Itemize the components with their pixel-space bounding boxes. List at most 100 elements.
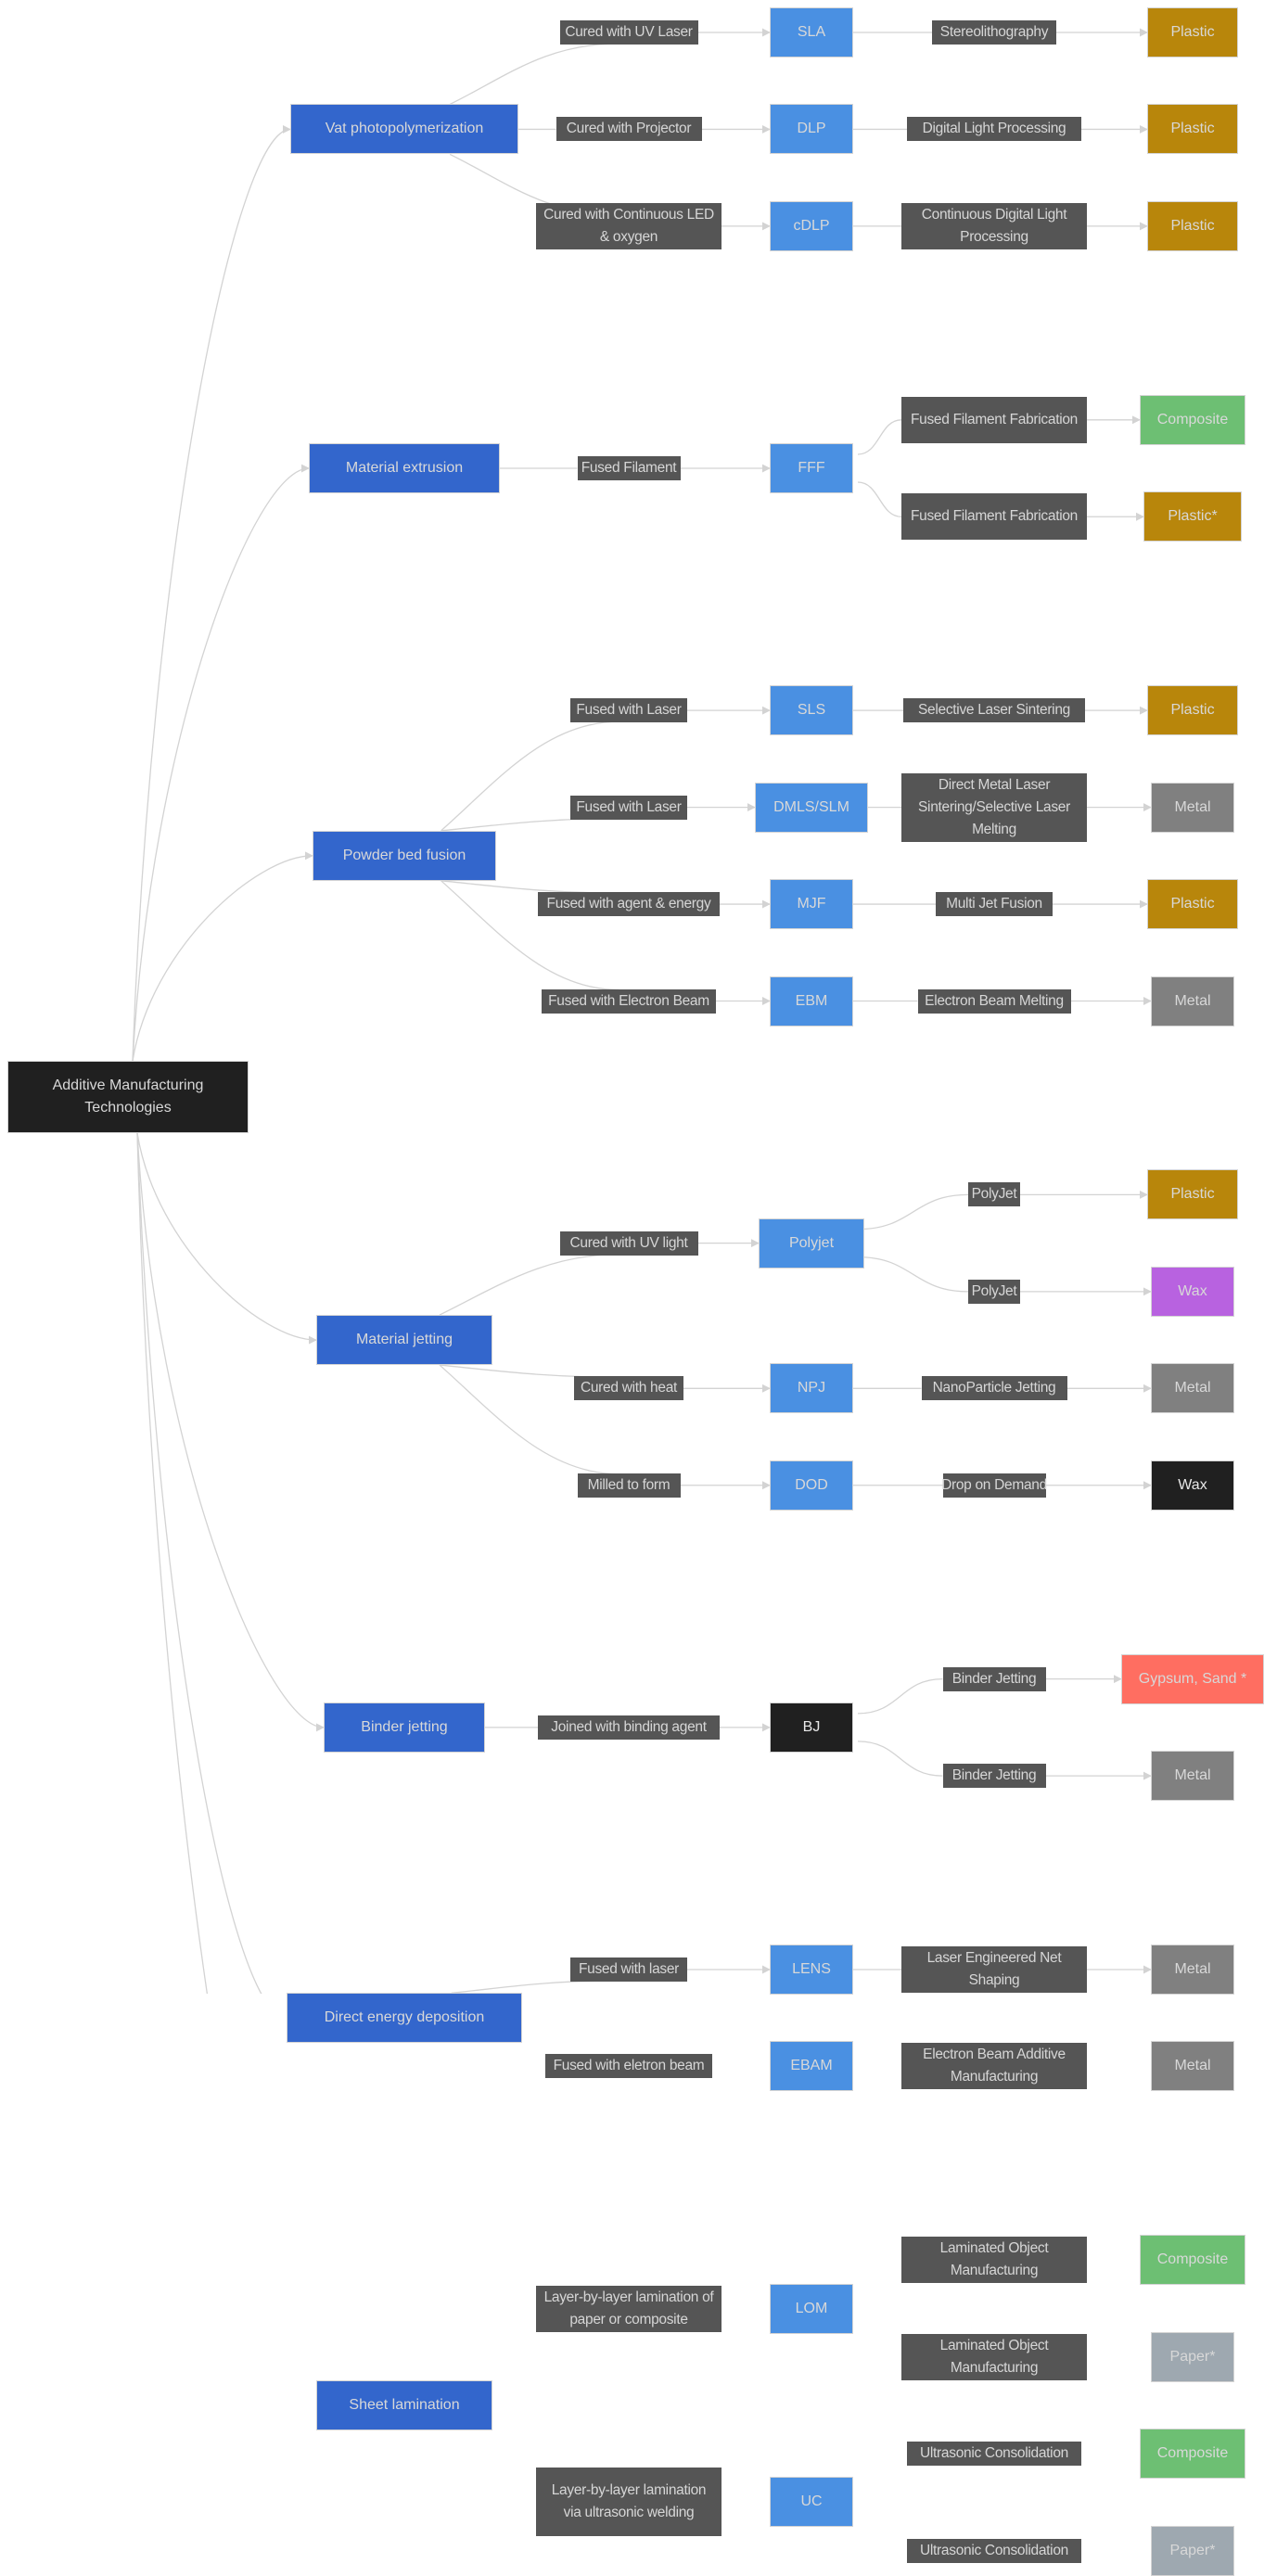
process-label: Fused with Electron Beam [542, 988, 716, 1014]
process-name-label: Drop on Demand [941, 1473, 1047, 1498]
process-label-text: Fused with eletron beam [553, 2058, 705, 2074]
category-node[interactable]: Direct energy deposition [287, 1993, 522, 2044]
process-label: Fused with Laser [570, 698, 687, 723]
material-node-text: Metal [1174, 1961, 1211, 1977]
material-node[interactable]: Composite [1140, 2429, 1245, 2480]
technology-node[interactable]: MJF [770, 879, 853, 930]
material-node[interactable]: Plastic [1147, 879, 1238, 930]
process-label: Fused Filament [577, 456, 681, 481]
edge-tech-to-label [857, 1256, 969, 1293]
process-name-label: Laser Engineered Net Shaping [901, 1946, 1087, 1993]
technology-node-text: FFF [798, 460, 825, 477]
category-node[interactable]: Powder bed fusion [313, 830, 496, 881]
edge-category-to-process [441, 817, 620, 832]
category-node[interactable]: Material extrusion [309, 443, 500, 494]
process-name-label-text: Multi Jet Fusion [946, 896, 1042, 912]
technology-node[interactable]: EBM [770, 976, 853, 1027]
root-node[interactable]: Additive Manufacturing Technologies [7, 1061, 249, 1133]
technology-node[interactable]: UC [770, 2477, 853, 2528]
process-label-text: Fused with Laser [576, 702, 682, 719]
edge-root-to-category [132, 464, 310, 1062]
material-node-text: Plastic [1170, 702, 1215, 719]
technology-node[interactable]: DMLS/SLM [755, 782, 868, 833]
material-node[interactable]: Metal [1151, 1363, 1234, 1414]
technology-node[interactable]: NPJ [770, 1363, 853, 1414]
technology-node[interactable]: BJ [770, 1702, 853, 1753]
process-label: Cured with Continuous LED & oxygen [536, 202, 722, 249]
technology-node-text: NPJ [797, 1380, 826, 1396]
category-node-text: Vat photopolymerization [325, 121, 484, 137]
material-node[interactable]: Plastic [1147, 7, 1238, 57]
material-node[interactable]: Metal [1151, 1751, 1234, 1802]
material-node-text: Metal [1174, 1767, 1211, 1784]
material-node[interactable]: Metal [1151, 782, 1234, 833]
material-node[interactable]: Paper* [1151, 2331, 1234, 2382]
technology-node-text: DOD [795, 1476, 828, 1493]
technology-node[interactable]: LOM [770, 2283, 853, 2334]
category-node[interactable]: Vat photopolymerization [290, 104, 518, 155]
process-label-text: Cured with UV light [569, 1234, 688, 1251]
process-name-label: Stereolithography [932, 20, 1056, 45]
process-name-label: PolyJet [968, 1182, 1020, 1207]
material-node-text: Plastic [1170, 896, 1215, 912]
process-name-label-text: Binder Jetting [951, 1670, 1037, 1687]
process-name-label: Binder Jetting [942, 1666, 1046, 1691]
process-label-text: Cured with Continuous LED & oxygen [543, 206, 714, 245]
material-node-text: Gypsum, Sand * [1138, 1670, 1247, 1687]
category-node[interactable]: Binder jetting [324, 1702, 485, 1753]
material-node[interactable]: Metal [1151, 2041, 1234, 2092]
process-name-label-text: Ultrasonic Consolidation [920, 2445, 1068, 2462]
process-label-text: Fused Filament [581, 460, 677, 477]
process-name-label-text: Laminated Object Manufacturing [939, 2337, 1049, 2376]
technology-node[interactable]: cDLP [770, 200, 853, 251]
material-node-text: Plastic [1170, 217, 1215, 234]
material-node[interactable]: Wax [1151, 1266, 1234, 1317]
edge-category-to-process [439, 1253, 620, 1316]
process-label: Cured with UV light [559, 1231, 698, 1256]
material-node[interactable]: Gypsum, Sand * [1121, 1653, 1264, 1704]
process-name-label: Binder Jetting [942, 1764, 1046, 1789]
process-name-label: Electron Beam Additive Manufacturing [901, 2043, 1087, 2090]
technology-node[interactable]: DLP [770, 104, 853, 155]
process-label: Fused with Laser [570, 795, 687, 820]
process-name-label: Fused Filament Fabrication [901, 493, 1087, 541]
material-node[interactable]: Plastic [1147, 1169, 1238, 1220]
material-node-text: Wax [1178, 1476, 1207, 1493]
edge-tech-to-label [857, 419, 902, 455]
material-node[interactable]: Paper* [1151, 2525, 1234, 2576]
process-label-text: Fused with Laser [576, 798, 682, 815]
technology-node[interactable]: EBAM [770, 2041, 853, 2092]
material-node[interactable]: Metal [1151, 1945, 1234, 1995]
edge-root-to-category [132, 851, 313, 1062]
material-node[interactable]: Plastic [1147, 104, 1238, 155]
technology-node-text: UC [800, 2493, 823, 2510]
material-node[interactable]: Composite [1140, 394, 1245, 445]
process-name-label-text: Laser Engineered Net Shaping [926, 1950, 1062, 1988]
process-label: Fused with agent & energy [538, 892, 720, 917]
process-label-text: Fused with agent & energy [546, 896, 711, 912]
edge-tech-to-label [857, 481, 902, 517]
material-node[interactable]: Plastic [1147, 685, 1238, 736]
process-name-label-text: Selective Laser Sintering [918, 702, 1070, 719]
technology-node[interactable]: Polyjet [759, 1218, 864, 1269]
material-node[interactable]: Composite [1140, 2235, 1245, 2286]
process-name-label-text: Fused Filament Fabrication [910, 508, 1078, 525]
material-node[interactable]: Plastic [1147, 200, 1238, 251]
technology-node[interactable]: LENS [770, 1945, 853, 1995]
process-name-label: Selective Laser Sintering [903, 698, 1085, 723]
material-node[interactable]: Plastic* [1143, 491, 1242, 542]
material-node-text: Composite [1156, 411, 1229, 427]
process-label: Layer-by-layer lamination of paper or co… [536, 2285, 722, 2332]
category-node[interactable]: Material jetting [316, 1315, 492, 1366]
material-node[interactable]: Wax [1151, 1460, 1234, 1511]
process-label: Joined with binding agent [538, 1715, 720, 1740]
edge-layer [132, 28, 1152, 1994]
technology-node[interactable]: DOD [770, 1460, 853, 1511]
category-node[interactable]: Sheet lamination [316, 2380, 492, 2431]
process-name-label-text: Fused Filament Fabrication [910, 411, 1078, 427]
technology-node[interactable]: SLS [770, 685, 853, 736]
material-node[interactable]: Metal [1151, 976, 1234, 1027]
technology-node[interactable]: FFF [770, 443, 853, 494]
technology-node[interactable]: SLA [770, 7, 853, 57]
edge-category-to-process [441, 721, 620, 832]
